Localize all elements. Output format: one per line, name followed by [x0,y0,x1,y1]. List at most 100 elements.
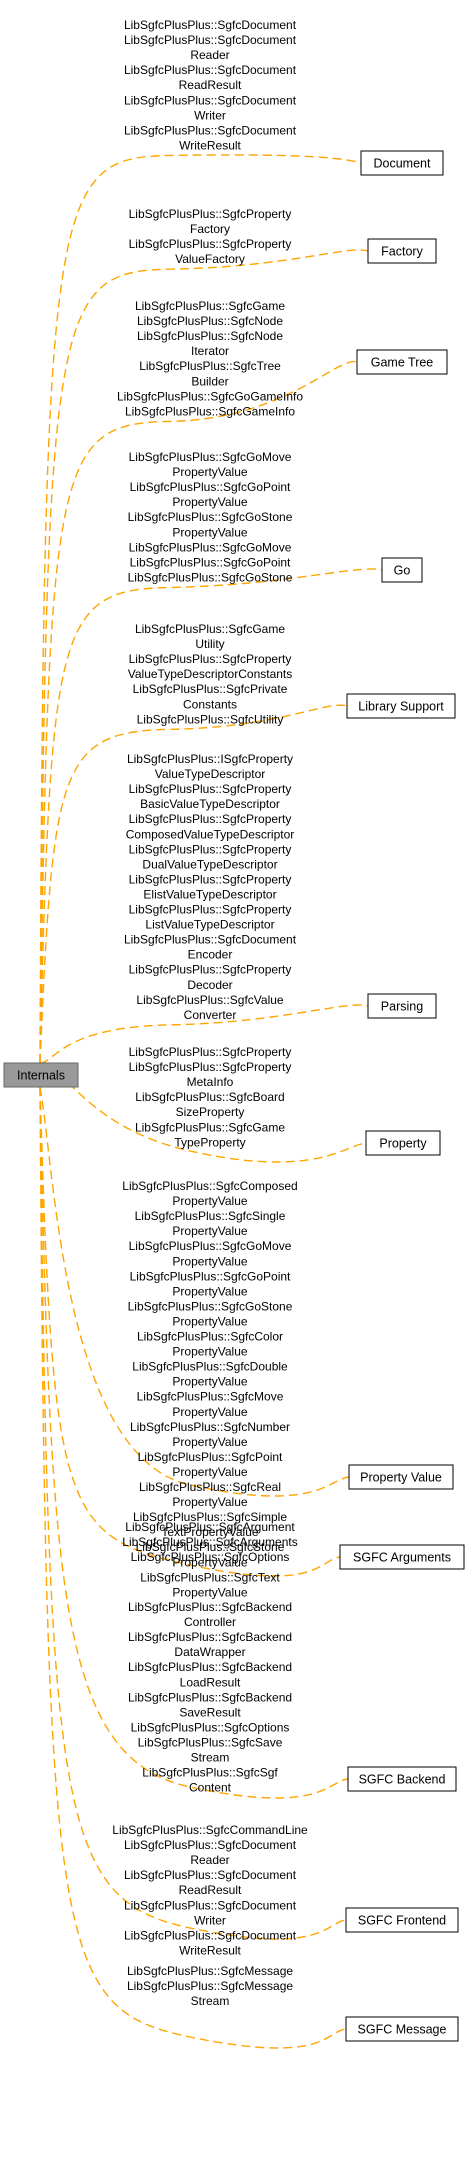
edge-game-tree [39,360,358,1064]
edge-label-line: LibSgfcPlusPlus::SgfcSgf [142,1766,278,1780]
node-library-support[interactable]: Library Support [346,693,456,719]
edge-label-line: LibSgfcPlusPlus::SgfcMove [137,1390,284,1404]
edge-label-line: ValueTypeDescriptor [155,767,266,781]
node-sgfc-backend[interactable]: SGFC Backend [347,1766,457,1792]
node-sgfc-arguments-label: SGFC Arguments [353,1551,451,1565]
edge-label-line: LibSgfcPlusPlus::SgfcBackend [128,1690,292,1704]
edge-label-line: Factory [190,222,230,236]
node-document[interactable]: Document [360,150,444,176]
edge-label-line: LibSgfcPlusPlus::SgfcText [140,1570,280,1584]
edge-label-line: PropertyValue [172,525,247,539]
edge-label-line: LibSgfcPlusPlus::SgfcValue [136,993,284,1007]
edge-label-line: LibSgfcPlusPlus::SgfcNode [137,314,283,328]
node-sgfc-frontend[interactable]: SGFC Frontend [345,1907,459,1933]
edge-label-line: Reader [190,1853,229,1867]
node-go-label: Go [394,564,411,578]
node-parsing[interactable]: Parsing [367,993,437,1019]
edge-label-line: LibSgfcPlusPlus::SgfcGoStone [128,510,293,524]
edge-label-line: Builder [191,374,228,388]
edge-label-line: PropertyValue [172,1585,247,1599]
edge-label-line: LibSgfcPlusPlus::SgfcPoint [138,1450,283,1464]
edge-label-line: LibSgfcPlusPlus::SgfcDocument [124,1898,297,1912]
edge-label-line: LibSgfcPlusPlus::SgfcOptions [131,1550,290,1564]
edge-label-line: LibSgfcPlusPlus::SgfcDocument [124,33,297,47]
edge-label-line: LibSgfcPlusPlus::SgfcProperty [129,903,292,917]
edge-label-line: LibSgfcPlusPlus::SgfcDocument [124,1838,297,1852]
edge-property [39,1070,367,1163]
edge-label-line: LibSgfcPlusPlus::SgfcProperty [129,1060,292,1074]
edge-label-line: LibSgfcPlusPlus::SgfcDocument [124,123,297,137]
edge-label-line: LibSgfcPlusPlus::SgfcStone [136,1540,285,1554]
node-sgfc-arguments[interactable]: SGFC Arguments [339,1544,465,1570]
edge-label-line: LibSgfcPlusPlus::SgfcProperty [129,963,292,977]
edge-label-line: LibSgfcPlusPlus::SgfcDocument [124,63,297,77]
edge-label-line: WriteResult [179,1943,241,1957]
edge-label-line: Encoder [188,948,233,962]
edge-label-line: LibSgfcPlusPlus::SgfcGoPoint [130,480,291,494]
edge-label-line: LibSgfcPlusPlus::SgfcDouble [132,1360,288,1374]
edge-label-line: LibSgfcPlusPlus::SgfcGoStone [128,570,293,584]
edge-label-line: LibSgfcPlusPlus::SgfcGame [135,1120,285,1134]
edge-label-line: BasicValueTypeDescriptor [140,797,280,811]
node-game-tree[interactable]: Game Tree [356,349,448,375]
edge-label-line: TypeProperty [174,1135,245,1149]
edge-label-line: PropertyValue [172,1224,247,1238]
edge-label-line: LibSgfcPlusPlus::SgfcDocument [124,933,297,947]
edge-label-line: LibSgfcPlusPlus::SgfcGoMove [129,450,292,464]
edge-label-line: LibSgfcPlusPlus::SgfcBoard [135,1090,284,1104]
node-property-value[interactable]: Property Value [348,1464,454,1490]
node-internals-box [3,1062,79,1088]
edge-label-line: LibSgfcPlusPlus::SgfcProperty [129,872,292,886]
node-go-box [381,557,423,583]
edge-label-line: LibSgfcPlusPlus::SgfcGoPoint [130,1269,291,1283]
edge-sgfc-frontend [39,1086,347,1940]
edge-label-line: LibSgfcPlusPlus::SgfcNumber [130,1420,290,1434]
node-property-value-label: Property Value [360,1471,442,1485]
edge-label-line: LoadResult [180,1675,241,1689]
edge-go [39,568,383,1064]
edge-label-line: LibSgfcPlusPlus::SgfcProperty [129,782,292,796]
node-property-box [365,1130,441,1156]
node-sgfc-message[interactable]: SGFC Message [345,2016,459,2042]
node-property[interactable]: Property [365,1130,441,1156]
edge-label-line: LibSgfcPlusPlus::SgfcDocument [124,93,297,107]
edge-label-line: LibSgfcPlusPlus::SgfcTree [139,359,281,373]
edge-label-line: LibSgfcPlusPlus::SgfcGame [135,299,285,313]
node-sgfc-backend-label: SGFC Backend [359,1773,446,1787]
edge-parsing [39,1004,369,1064]
edge-label-line: PropertyValue [172,1465,247,1479]
node-factory[interactable]: Factory [367,238,437,264]
edge-label-line: PropertyValue [172,1495,247,1509]
node-game-tree-box [356,349,448,375]
edge-label-line: Iterator [191,344,229,358]
node-sgfc-backend-box [347,1766,457,1792]
edge-label-line: LibSgfcPlusPlus::SgfcNode [137,329,283,343]
edge-label-line: LibSgfcPlusPlus::SgfcPrivate [133,682,288,696]
edge-label-line: ListValueTypeDescriptor [145,918,274,932]
node-sgfc-frontend-label: SGFC Frontend [358,1914,446,1928]
node-library-support-label: Library Support [358,700,444,714]
node-property-value-box [348,1464,454,1490]
edge-label-line: Utility [195,637,224,651]
edge-label-line: Constants [183,697,237,711]
edge-label-line: PropertyValue [172,1375,247,1389]
edge-label-line: LibSgfcPlusPlus::SgfcProperty [129,812,292,826]
node-sgfc-message-box [345,2016,459,2042]
edge-label-line: LibSgfcPlusPlus::SgfcComposed [122,1179,297,1193]
edge-label-line: ValueFactory [175,252,245,266]
edges-layer [39,154,383,2049]
node-internals[interactable]: Internals [3,1062,79,1088]
node-go[interactable]: Go [381,557,423,583]
node-property-label: Property [379,1137,427,1151]
edge-label-line: LibSgfcPlusPlus::SgfcSimple [133,1510,287,1524]
edge-document [39,154,362,1064]
edge-label-line: SizeProperty [176,1105,245,1119]
node-internals-label: Internals [17,1069,65,1083]
edge-label-line: SaveResult [179,1705,241,1719]
